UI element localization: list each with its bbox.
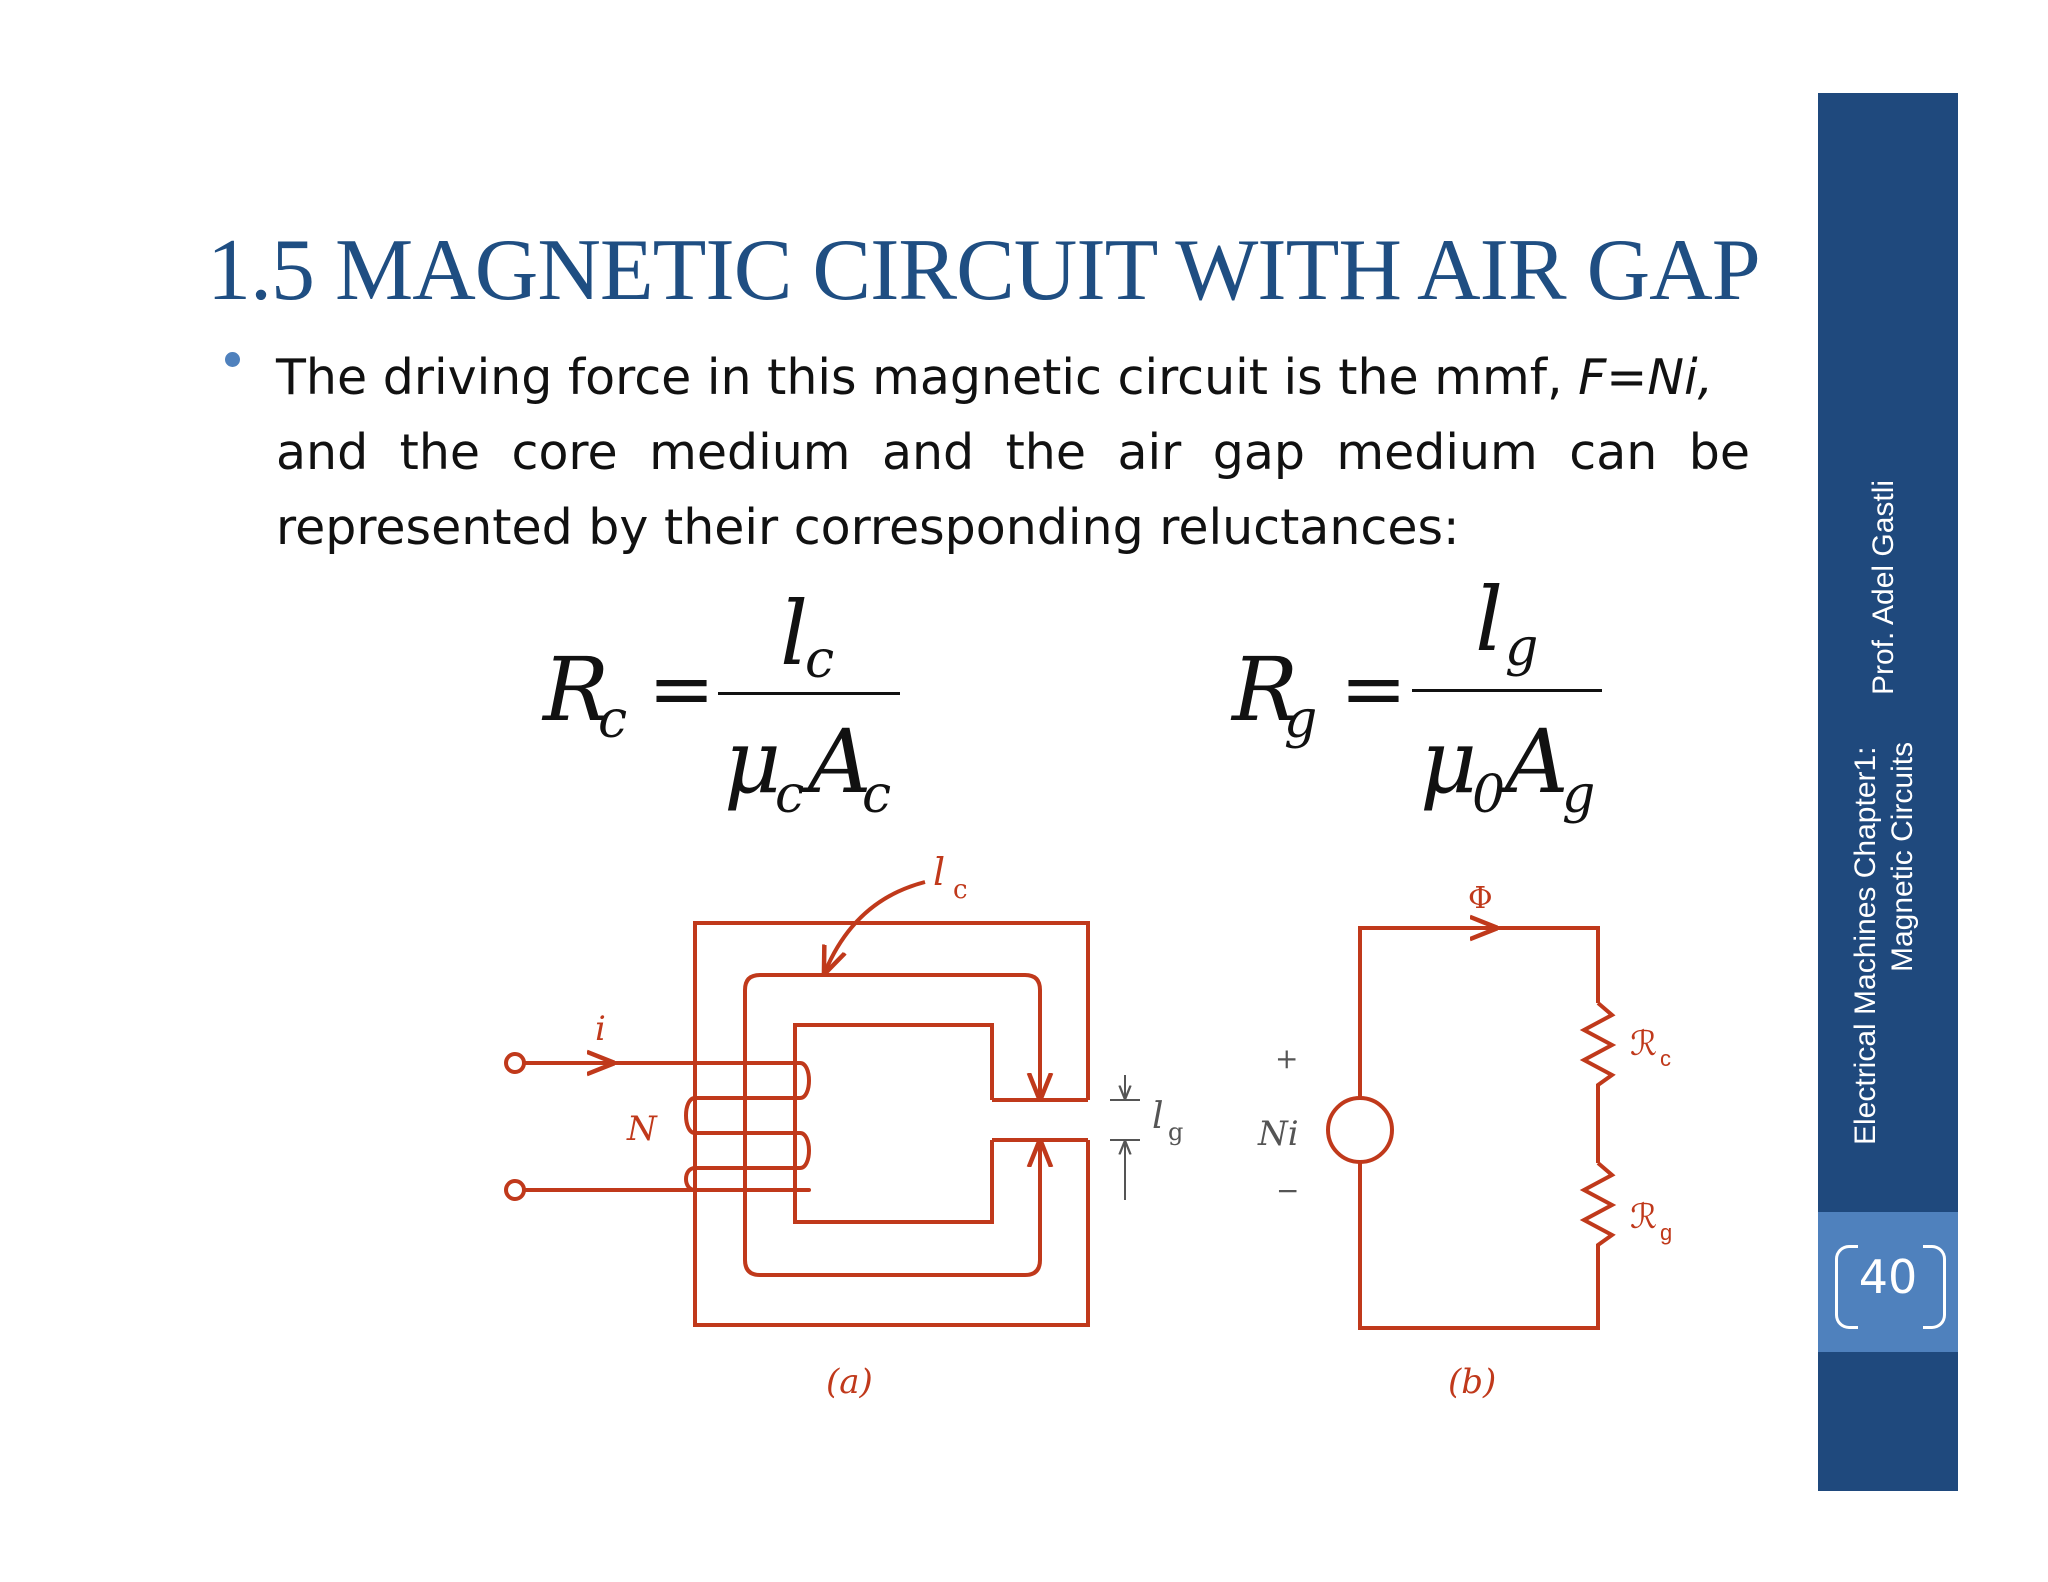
label-rg-sub: g: [1660, 1220, 1672, 1245]
bullet-line-2: and the core medium and the air gap medi…: [276, 415, 1750, 490]
bullet-line-3: represented by their corresponding reluc…: [276, 499, 1460, 556]
bullet-word: and: [881, 424, 975, 481]
bullet-word: the: [399, 424, 481, 481]
diagram-b: [1326, 926, 1617, 1330]
bullet-word: the: [1005, 424, 1087, 481]
label-lg-sub: g: [1168, 1118, 1183, 1146]
mmf-source-circle: [1326, 1096, 1394, 1164]
label-minus: −: [1276, 1174, 1299, 1207]
formula-core-mu: μ: [724, 710, 782, 813]
coil-winding: [525, 1061, 811, 1192]
diagram-b-labels: Φ + Ni − ℛ c ℛ g (b): [1257, 881, 1672, 1402]
reluctance-rc-zigzag: [1579, 1001, 1617, 1163]
formula-gap-fraction-bar: [1412, 689, 1602, 692]
formula-core-area-sub: c: [862, 765, 892, 825]
formula-gap-lhs-sub: g: [1284, 690, 1318, 750]
magnetic-circuit-diagram: l c i N l g (a) Φ + Ni − ℛ c ℛ g (b): [504, 850, 1672, 1402]
formula-gap-mu: μ: [1420, 710, 1478, 813]
caption-a: (a): [826, 1362, 873, 1402]
bullet-word: medium: [1336, 424, 1538, 481]
label-flux-phi: Φ: [1468, 881, 1493, 916]
formula-gap-area: A: [1505, 710, 1569, 813]
label-rc-sub: c: [1660, 1046, 1671, 1071]
lg-dimension: [1110, 1075, 1140, 1200]
bullet-line-1-end: ,: [1697, 349, 1714, 406]
formula-core-fraction-bar: [718, 692, 900, 695]
label-rg: ℛ: [1630, 1197, 1657, 1237]
bullet-word: be: [1688, 424, 1750, 481]
terminal-bottom: [504, 1179, 526, 1201]
diagram-a-labels: l c i N l g (a): [595, 850, 1183, 1402]
formula-core-mu-sub: c: [775, 765, 805, 825]
bullet-word: can: [1569, 424, 1658, 481]
page-number-bracket-right: [1923, 1245, 1946, 1329]
core-outer-outline: [693, 921, 1090, 1327]
label-ic-sub: c: [953, 875, 968, 905]
circuit-top-wire: [1358, 926, 1600, 1098]
label-lg: l: [1152, 1096, 1164, 1137]
reluctance-rg-zigzag: [1358, 1161, 1617, 1330]
bullet-line-1-text: The driving force in this magnetic circu…: [276, 349, 1563, 406]
formula-core-lhs-sub: c: [598, 690, 628, 750]
slide-title: 1.5 MAGNETIC CIRCUIT WITH AIR GAP: [207, 222, 1761, 319]
formula-gap-numerator: l: [1475, 568, 1504, 671]
bullet-word: gap: [1212, 424, 1305, 481]
bullet-word: and: [276, 424, 369, 481]
bullet-word: medium: [649, 424, 851, 481]
sidebar-author: Prof. Adel Gastli: [1867, 479, 1900, 695]
bullet-word: core: [511, 424, 618, 481]
page-number: 40: [1858, 1250, 1918, 1304]
formula-gap-lhs: R: [1232, 638, 1299, 741]
caption-b: (b): [1448, 1362, 1496, 1402]
page-number-bracket-left: [1835, 1245, 1858, 1329]
sidebar-course-line-1: Electrical Machines Chapter1:: [1849, 746, 1882, 1145]
core-inner-outline: [793, 1023, 994, 1224]
label-current-i: i: [595, 1009, 606, 1049]
diagram-a: [504, 880, 1090, 1327]
sidebar-course-line-2: Magnetic Circuits: [1886, 741, 1919, 972]
label-mmf-ni: Ni: [1257, 1114, 1299, 1154]
formula-core-area: A: [808, 710, 872, 813]
formula-core-equals: =: [648, 642, 716, 735]
label-turns-n: N: [626, 1109, 658, 1149]
formula-core-lhs: R: [543, 638, 610, 741]
label-rc: ℛ: [1630, 1024, 1657, 1064]
bullet-text: The driving force in this magnetic circu…: [276, 340, 1750, 565]
formula-gap-area-sub: g: [1562, 765, 1596, 825]
bullet-word: air: [1117, 424, 1182, 481]
formula-gap-numerator-sub: g: [1505, 618, 1539, 678]
bullet-line-1: The driving force in this magnetic circu…: [276, 340, 1750, 415]
terminal-top: [504, 1052, 526, 1074]
formula-core-numerator-sub: c: [805, 630, 835, 690]
label-ic: l: [933, 850, 945, 894]
mean-flux-path: [743, 973, 1042, 1277]
bullet-mmf-formula: F=Ni: [1578, 349, 1698, 406]
ic-leader-arrow: [825, 880, 926, 972]
label-plus: +: [1275, 1042, 1298, 1075]
formula-gap-equals: =: [1340, 642, 1408, 735]
formula-core-numerator: l: [780, 582, 809, 685]
bullet-dot: [225, 352, 240, 367]
formula-gap-mu-sub: 0: [1472, 765, 1506, 825]
